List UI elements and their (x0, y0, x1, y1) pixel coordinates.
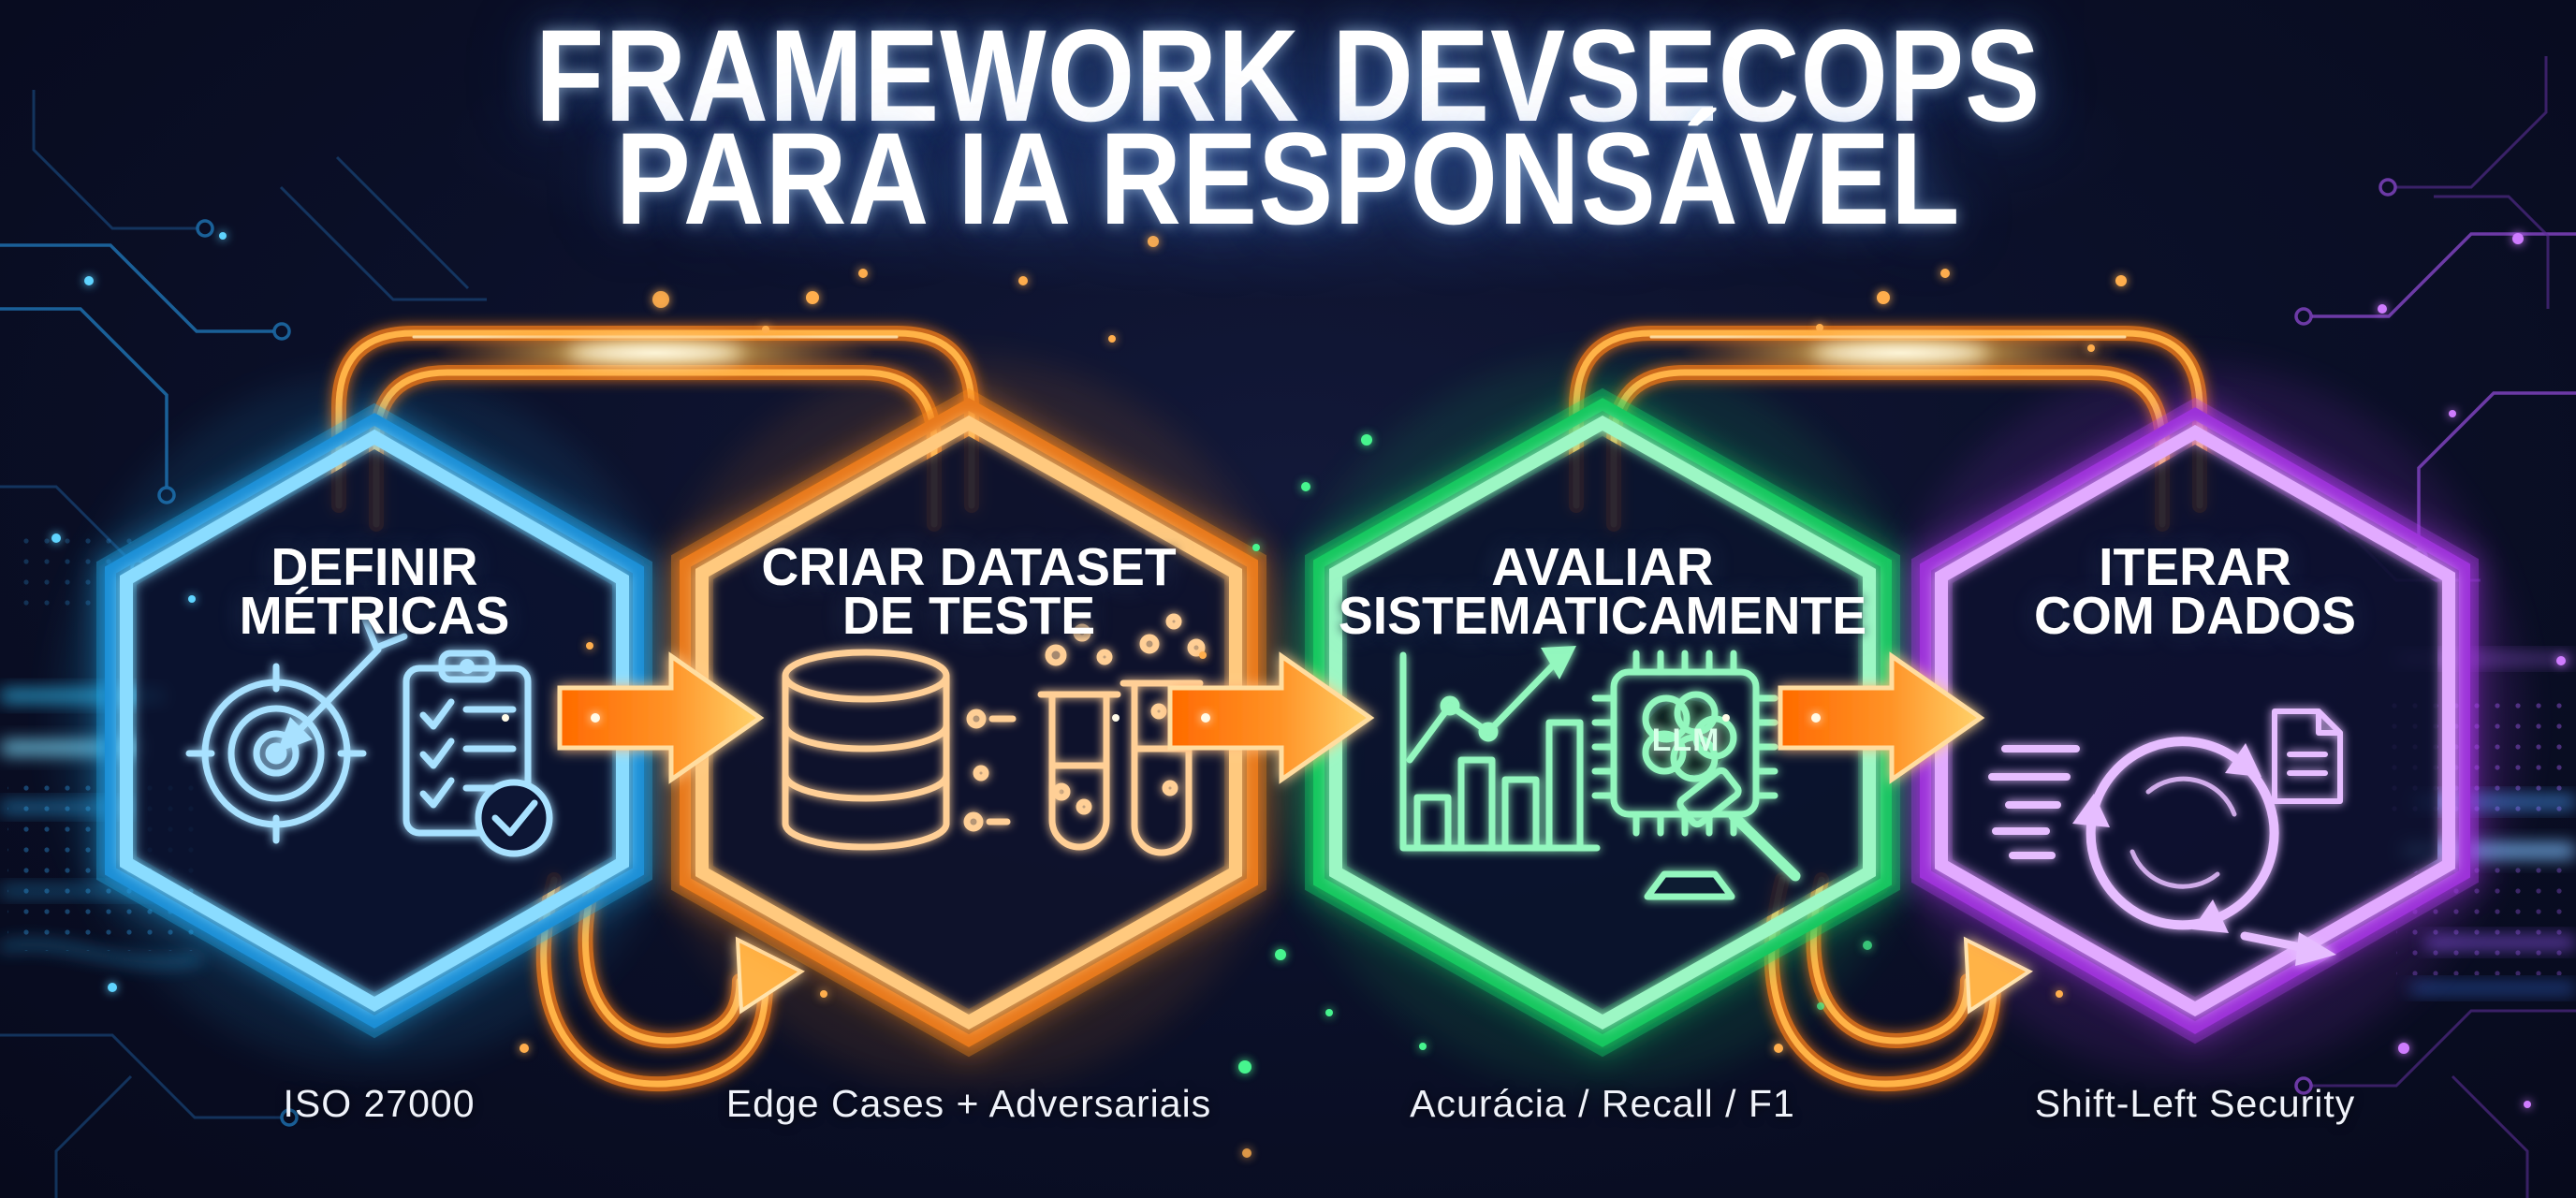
step-2-title-line1: CRIAR DATASET (761, 537, 1177, 597)
document-icon (2272, 709, 2343, 804)
bottom-loop-right (1764, 872, 2034, 1092)
clipboard-checklist-icon (402, 650, 553, 857)
hexagon-step-4 (1911, 397, 2479, 1045)
page-title: FRAMEWORK DEVSECOPS PARA IA RESPONSÁVEL (0, 2, 2576, 252)
step-2-title-line2: DE TESTE (842, 586, 1096, 646)
page-title-line1: FRAMEWORK DEVSECOPS (534, 2, 2042, 149)
step-3-caption: Acurácia / Recall / F1 (1410, 1082, 1795, 1125)
hexagon-step-1 (96, 402, 652, 1039)
step-2-caption: Edge Cases + Adversariais (725, 1082, 1212, 1125)
step-3-title-line2: SISTEMATICAMENTE (1338, 586, 1867, 646)
step-2-title: CRIAR DATASET DE TESTE (687, 537, 1250, 646)
step-1-caption: ISO 27000 (283, 1082, 476, 1125)
step-4-title-line1: ITERAR (2099, 537, 2291, 597)
bottom-loop-left (535, 872, 806, 1092)
step-3-title-line1: AVALIAR (1491, 537, 1714, 597)
bar-chart-trend-icon (1399, 646, 1601, 852)
flow-arrow-1 (469, 651, 765, 784)
step-4-title-line2: COM DADOS (2033, 586, 2357, 646)
step-1-title: DEFINIR MÉTRICAS (93, 537, 655, 646)
chip-llm-label: LLM (1652, 723, 1720, 758)
flow-arrow-2 (1079, 651, 1375, 784)
iteration-cycle-icon (1988, 737, 2336, 966)
target-arrow-icon (185, 616, 408, 844)
step-1-title-line1: DEFINIR (271, 537, 478, 597)
step-1-title-line2: MÉTRICAS (239, 586, 510, 646)
database-icon (782, 649, 1017, 851)
flow-arrow-3 (1690, 651, 1985, 784)
step-3-title: AVALIAR SISTEMATICAMENTE (1321, 537, 1883, 646)
step-4-caption: Shift-Left Security (2034, 1082, 2356, 1125)
step-4-title: ITERAR COM DADOS (1913, 537, 2476, 646)
page-title-line2: PARA IA RESPONSÁVEL (615, 105, 1961, 252)
llm-chip-gavel-icon: LLM (1591, 650, 1801, 900)
spark-particles (51, 232, 2566, 1158)
